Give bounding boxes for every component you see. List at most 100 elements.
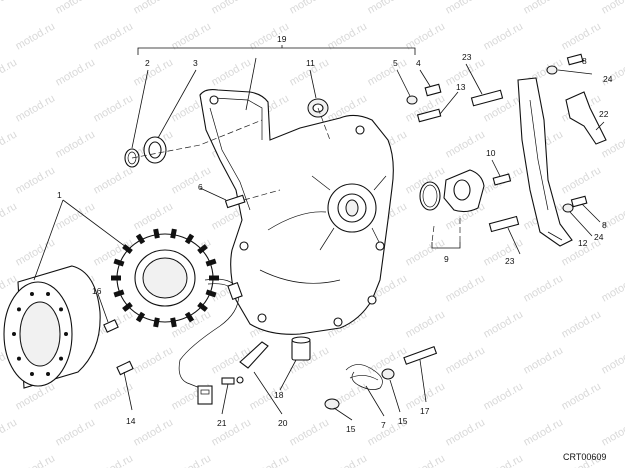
watermark-text: motod.ru (92, 164, 136, 196)
bolt-8-bottom (571, 196, 586, 206)
watermark-text: motod.ru (54, 128, 98, 160)
washer-24-bottom (563, 204, 573, 212)
watermark-text: motod.ru (600, 344, 625, 376)
screw-14 (117, 361, 133, 374)
stator-tooth (124, 304, 132, 310)
callout-23-bottom: 23 (505, 256, 515, 266)
watermark-text: motod.ru (14, 452, 58, 468)
callout-24-top: 24 (603, 74, 613, 84)
callout-21: 21 (217, 418, 227, 428)
watermark-text: motod.ru (248, 452, 292, 468)
rotor-hole (46, 372, 50, 376)
callout-8-top: 8 (582, 56, 587, 66)
watermark-text: motod.ru (132, 0, 176, 17)
watermark-text: motod.ru (444, 344, 488, 376)
watermark-text: motod.ru (170, 452, 214, 468)
watermark-text: motod.ru (560, 20, 604, 52)
watermark-text: motod.ru (444, 128, 488, 160)
callout-7: 7 (381, 420, 386, 430)
watermark-text: motod.ru (92, 380, 136, 412)
watermark-text: motod.ru (522, 272, 566, 304)
stator-tooth (206, 261, 215, 264)
watermark-text: motod.ru (92, 92, 136, 124)
washer-5 (407, 96, 417, 104)
watermark-text: motod.ru (288, 416, 332, 448)
watermark-text: motod.ru (0, 56, 19, 88)
watermark-text: motod.ru (404, 236, 448, 268)
callout-12: 12 (578, 238, 588, 248)
washer-24-top (547, 66, 557, 74)
watermark-text: motod.ru (522, 416, 566, 448)
callout-10: 10 (486, 148, 496, 158)
watermark-text: motod.ru (366, 0, 410, 17)
screw-21 (222, 377, 243, 384)
watermark-text: motod.ru (600, 416, 625, 448)
flange-cover (444, 170, 484, 212)
callout-18: 18 (274, 390, 284, 400)
watermark-text: motod.ru (54, 0, 98, 17)
watermark-text: motod.ru (92, 452, 136, 468)
washer-15-left (325, 399, 339, 409)
watermark-text: motod.ru (132, 416, 176, 448)
rotor-hole (46, 292, 50, 296)
stator-tooth (114, 292, 123, 295)
callout-23-top: 23 (462, 52, 472, 62)
watermark-text: motod.ru (14, 92, 58, 124)
watermark-text: motod.ru (0, 200, 19, 232)
rotor-hole (59, 357, 63, 361)
watermark-text: motod.ru (482, 20, 526, 52)
callout-11: 11 (306, 58, 315, 68)
stator-tooth (206, 292, 215, 295)
callout-8-bottom: 8 (602, 220, 607, 230)
watermark-text: motod.ru (132, 200, 176, 232)
watermark-text: motod.ru (0, 0, 19, 17)
watermark-text: motod.ru (210, 56, 254, 88)
rotor-hole (12, 332, 16, 336)
watermark-text: motod.ru (170, 164, 214, 196)
watermark-text: motod.ru (560, 308, 604, 340)
watermark-text: motod.ru (600, 128, 625, 160)
rotor-hole (30, 372, 34, 376)
watermark-text: motod.ru (560, 380, 604, 412)
watermark-text: motod.ru (326, 452, 370, 468)
watermark-text: motod.ru (132, 344, 176, 376)
watermark-text: motod.ru (522, 344, 566, 376)
watermark-text: motod.ru (54, 416, 98, 448)
watermark-text: motod.ru (248, 380, 292, 412)
bushing (292, 337, 310, 360)
rotor-hole (17, 307, 21, 311)
watermark-text: motod.ru (482, 308, 526, 340)
stator-tooth (156, 229, 158, 238)
callout-16: 16 (92, 286, 102, 296)
stator-tooth (173, 318, 175, 327)
callout-9: 9 (444, 254, 449, 264)
washer-15-right (382, 369, 394, 379)
watermark-text: motod.ru (14, 236, 58, 268)
callout-15-right: 15 (398, 416, 408, 426)
bolt-8-top (567, 54, 582, 64)
bolt-23-top (471, 90, 502, 105)
watermark-text: motod.ru (444, 416, 488, 448)
watermark-text: motod.ru (444, 0, 488, 17)
drawing-code: CRT00609 (563, 452, 606, 462)
stator-tooth (173, 229, 175, 238)
watermark-text: motod.ru (210, 0, 254, 17)
rotor-hole (59, 307, 63, 311)
watermark-text: motod.ru (482, 452, 526, 468)
callout-19: 19 (277, 34, 287, 44)
stator-tooth (199, 304, 207, 310)
watermark-text: motod.ru (14, 20, 58, 52)
callout-4: 4 (416, 58, 421, 68)
rotor (4, 266, 100, 388)
callout-24-bottom: 24 (594, 232, 604, 242)
rotor-hole (30, 292, 34, 296)
watermark-text: motod.ru (92, 20, 136, 52)
callout-20: 20 (278, 418, 288, 428)
watermark-text: motod.ru (366, 56, 410, 88)
watermark-text: motod.ru (560, 164, 604, 196)
watermark-text: motod.ru (482, 380, 526, 412)
watermark-text: motod.ru (600, 0, 625, 17)
bolt-23-bottom (489, 217, 518, 232)
callout-1: 1 (57, 190, 62, 200)
